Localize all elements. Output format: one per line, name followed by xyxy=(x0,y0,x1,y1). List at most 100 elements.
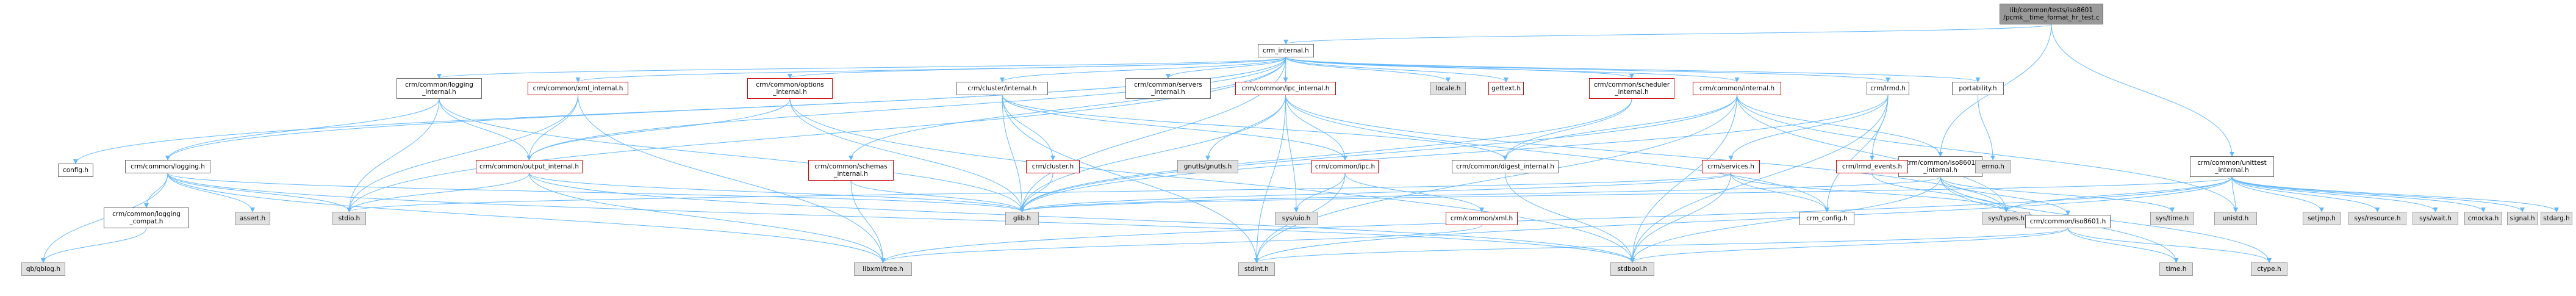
edge-output_internal-to-libxml_tree xyxy=(529,173,886,263)
node-label: stdbool.h xyxy=(1617,265,1648,273)
node-label: crm/common/digest_internal.h xyxy=(1456,163,1554,170)
edge-cluster_internal-to-cluster xyxy=(1002,95,1055,161)
node-sysresource[interactable]: sys/resource.h xyxy=(2348,212,2406,225)
node-unittest[interactable]: crm/common/unittest_internal.h xyxy=(2190,156,2274,177)
edge-common_internal-to-systypes xyxy=(1737,95,2009,212)
edge-crm_internal-to-cluster_internal xyxy=(1000,57,1286,82)
node-syswait[interactable]: sys/wait.h xyxy=(2413,212,2458,225)
node-lrmd-events[interactable]: crm/lrmd_events.h xyxy=(1836,160,1908,173)
node-output-internal[interactable]: crm/common/output_internal.h xyxy=(476,160,583,173)
edge-crm_internal-to-output_internal xyxy=(526,57,1286,161)
node-portability[interactable]: portability.h xyxy=(1952,82,2004,95)
node-ipc-internal[interactable]: crm/common/ipc_internal.h xyxy=(1235,82,1336,95)
node-common-internal[interactable]: crm/common/internal.h xyxy=(1693,82,1781,95)
node-gettext[interactable]: gettext.h xyxy=(1488,82,1524,95)
node-ctype[interactable]: ctype.h xyxy=(2251,262,2287,276)
node-label: assert.h xyxy=(239,215,266,222)
node-ipc[interactable]: crm/common/ipc.h xyxy=(1311,160,1379,173)
node-setjmp[interactable]: setjmp.h xyxy=(2303,212,2341,225)
node-label: crm/common/logging.h xyxy=(131,163,205,170)
edge-iso8601_internal-to-systime xyxy=(1940,176,2175,212)
node-label: _internal.h xyxy=(834,170,868,178)
edge-common_internal-to-stdint xyxy=(1254,95,1737,263)
node-stdbool[interactable]: stdbool.h xyxy=(1610,262,1654,276)
node-lrmd[interactable]: crm/lrmd.h xyxy=(1867,82,1909,95)
edge-lrmd_events-to-systypes xyxy=(1871,173,2009,212)
edge-crm_internal-to-logging_internal xyxy=(437,57,1286,79)
edge-logging_compat-to-qblog xyxy=(41,228,147,263)
node-root[interactable]: lib/common/tests/iso8601/pcmk__time_form… xyxy=(2000,4,2103,24)
node-schemas-internal[interactable]: crm/common/schemas_internal.h xyxy=(808,160,894,181)
node-logging-compat[interactable]: crm/common/logging_compat.h xyxy=(104,208,189,228)
node-label: errno.h xyxy=(1981,163,2004,170)
node-label: _compat.h xyxy=(129,218,163,225)
edge-lrmd-to-stdbool xyxy=(1630,95,1889,263)
edge-iso8601_internal-to-iso8601 xyxy=(1940,176,2070,215)
edge-logging_internal-to-output_internal xyxy=(439,98,532,161)
node-glib[interactable]: glib.h xyxy=(1005,212,1039,225)
node-label: stdint.h xyxy=(1244,265,1269,273)
edge-logging-to-assert xyxy=(167,173,255,212)
edge-cluster_internal-to-stdint xyxy=(1002,95,1259,263)
node-label: crm/common/schemas xyxy=(814,163,888,170)
node-libxml-tree[interactable]: libxml/tree.h xyxy=(854,262,912,276)
node-xml-internal[interactable]: crm/common/xml_internal.h xyxy=(528,82,628,95)
node-logging[interactable]: crm/common/logging.h xyxy=(125,160,210,173)
edge-services-to-stdio xyxy=(347,173,1731,212)
node-stdint[interactable]: stdint.h xyxy=(1238,262,1275,276)
node-systime[interactable]: sys/time.h xyxy=(2150,212,2194,225)
edge-cluster_internal-to-glib xyxy=(1002,95,1025,212)
edge-crm_internal-to-logging xyxy=(165,57,1286,161)
node-time[interactable]: time.h xyxy=(2159,262,2193,276)
node-config[interactable]: config.h xyxy=(58,164,93,177)
node-locale[interactable]: locale.h xyxy=(1430,82,1466,95)
node-label: stdio.h xyxy=(338,215,361,222)
node-systypes[interactable]: sys/types.h xyxy=(1982,212,2030,225)
node-label: locale.h xyxy=(1435,85,1461,92)
node-servers-internal[interactable]: crm/common/servers_internal.h xyxy=(1125,78,1211,99)
node-stdio[interactable]: stdio.h xyxy=(332,212,366,225)
node-label: libxml/tree.h xyxy=(863,265,903,273)
node-services[interactable]: crm/services.h xyxy=(1702,160,1760,173)
node-cluster-internal[interactable]: crm/cluster/internal.h xyxy=(956,82,1048,95)
node-cluster[interactable]: crm/cluster.h xyxy=(1026,160,1080,173)
edge-logging_internal-to-stdio xyxy=(346,98,440,212)
node-iso8601-internal[interactable]: crm/common/iso8601_internal.h xyxy=(1898,156,1982,177)
node-label: _internal.h xyxy=(1923,167,1957,174)
node-scheduler-internal[interactable]: crm/common/scheduler_internal.h xyxy=(1589,78,1674,99)
edge-scheduler_internal-to-glib xyxy=(1019,98,1632,212)
node-qblog[interactable]: qb/qblog.h xyxy=(21,262,65,276)
edge-logging-to-logging_compat xyxy=(144,173,168,208)
node-assert[interactable]: assert.h xyxy=(235,212,270,225)
node-label: crm/common/unittest xyxy=(2197,159,2267,167)
node-label: gnutls/gnutls.h xyxy=(1183,163,1232,170)
node-errno[interactable]: errno.h xyxy=(1975,160,2011,173)
edge-crm_xml-to-libxml_tree xyxy=(880,225,1482,263)
node-crm-xml[interactable]: crm/common/xml.h xyxy=(1446,212,1518,225)
node-label: crm/common/internal.h xyxy=(1699,85,1775,92)
node-label: gettext.h xyxy=(1491,85,1521,92)
node-crm-config[interactable]: crm_config.h xyxy=(1799,212,1854,225)
edge-root-to-unittest xyxy=(2051,24,2234,157)
node-cmocka[interactable]: cmocka.h xyxy=(2464,212,2502,225)
node-gnutls[interactable]: gnutls/gnutls.h xyxy=(1177,160,1238,173)
edge-crm_internal-to-common_internal xyxy=(1285,57,1740,82)
node-unistd[interactable]: unistd.h xyxy=(2214,212,2257,225)
edge-services-to-stdbool xyxy=(1630,173,1731,263)
node-iso8601[interactable]: crm/common/iso8601.h xyxy=(2025,215,2111,228)
node-sysuio[interactable]: sys/uio.h xyxy=(1275,212,1318,225)
node-stdarg[interactable]: stdarg.h xyxy=(2541,212,2572,225)
node-label: crm/cluster.h xyxy=(1031,163,1074,170)
node-crm-internal[interactable]: crm_internal.h xyxy=(1258,44,1314,57)
node-digest-internal[interactable]: crm/common/digest_internal.h xyxy=(1452,160,1559,173)
edge-iso8601-to-time xyxy=(2067,228,2179,263)
edge-output_internal-to-glib xyxy=(529,173,1025,212)
node-options-internal[interactable]: crm/common/options_internal.h xyxy=(747,78,833,99)
node-label: sys/types.h xyxy=(1988,215,2025,222)
node-label: crm_config.h xyxy=(1806,215,1848,222)
node-label: _internal.h xyxy=(1151,88,1185,96)
node-logging-internal[interactable]: crm/common/logging_internal.h xyxy=(396,78,482,99)
edge-logging_internal-to-logging xyxy=(165,98,440,161)
node-signal[interactable]: signal.h xyxy=(2507,212,2538,225)
